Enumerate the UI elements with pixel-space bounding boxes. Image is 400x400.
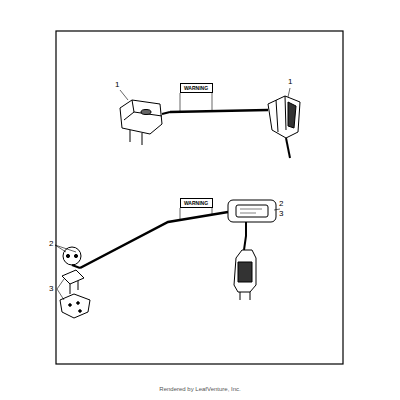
- callout-number: 3: [49, 285, 53, 293]
- charger: [228, 200, 276, 250]
- callout-number: 1: [115, 81, 119, 89]
- round-plug: [63, 247, 81, 268]
- callout-number: 3: [279, 210, 283, 218]
- frame: [56, 31, 343, 364]
- callout-number: 2: [49, 240, 53, 248]
- plug-left: [120, 100, 170, 145]
- warning-tag: WARNING: [180, 83, 213, 93]
- plug-right: [268, 96, 300, 158]
- tag-text: WARNING: [184, 201, 208, 206]
- adapters: [60, 270, 90, 318]
- callout-number: 1: [288, 78, 292, 86]
- watermark: Rendered by LeafVenture, Inc.: [159, 386, 240, 392]
- plug-bottom: [234, 250, 256, 300]
- callout-number: 2: [279, 200, 283, 208]
- warning-tag: WARNING: [180, 198, 213, 208]
- tag-text: WARNING: [184, 86, 208, 91]
